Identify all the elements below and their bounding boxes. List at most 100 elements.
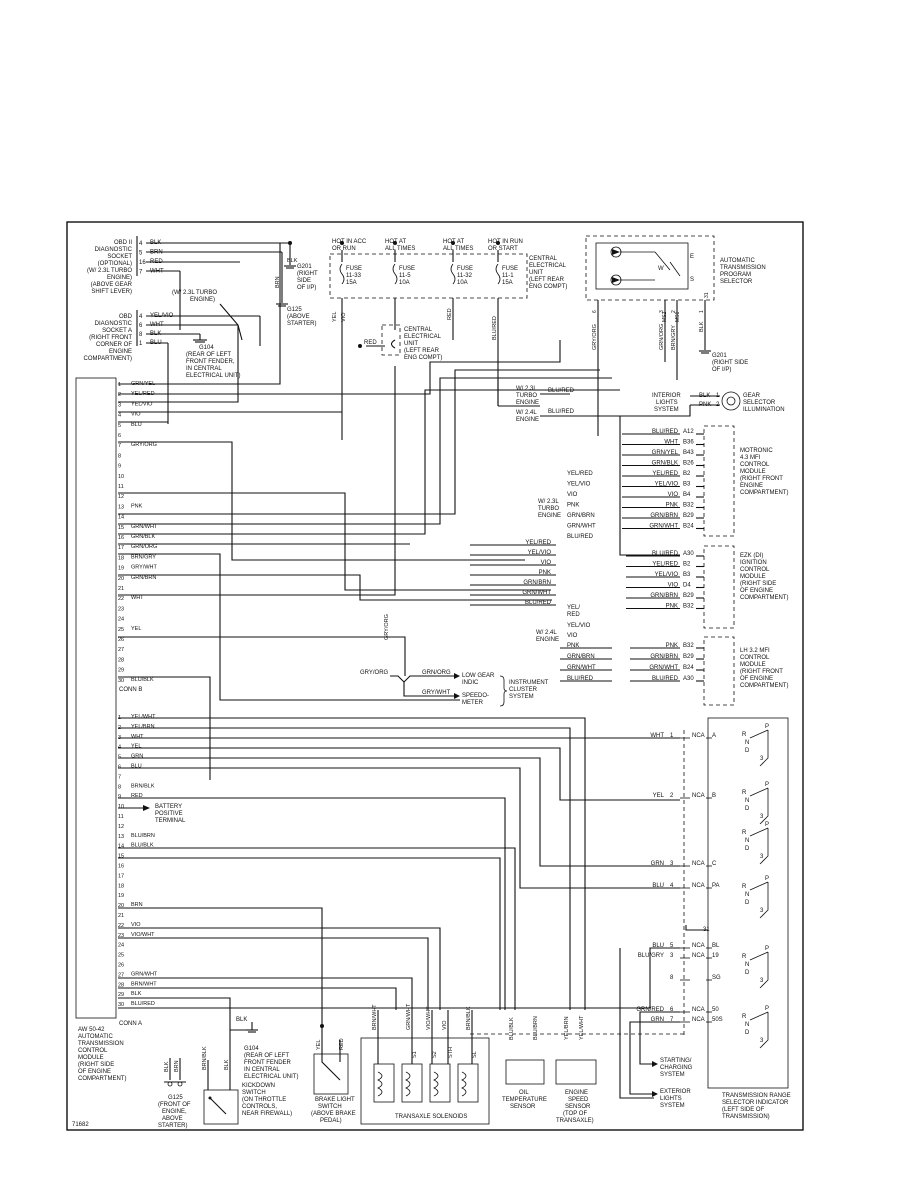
g104a-text-2: (REAR OF LEFT xyxy=(186,352,231,358)
motronic-pin-id: A12 xyxy=(683,429,694,435)
trs-wire-color: GRN xyxy=(651,1017,664,1023)
trs-position-letter: P xyxy=(765,822,769,828)
oil-wire-1: BLU/BLK xyxy=(509,1017,515,1040)
central-electrical-unit-2: RED CENTRAL ELECTRICAL UNIT (LEFT REAR E… xyxy=(358,318,442,361)
mid-wire-label: GRN/WHT xyxy=(522,590,551,596)
conn-b-pin-number: 17 xyxy=(118,545,124,551)
conn-a-pin-color: BRN xyxy=(131,902,143,908)
trs-nca: NCA xyxy=(692,861,705,867)
solenoids-label: TRANSAXLE SOLENOIDS xyxy=(395,1114,467,1120)
atps-pin-1: 1 xyxy=(699,310,705,313)
atps-text-4: SELECTOR xyxy=(720,279,753,285)
trs-pin: 2 xyxy=(670,793,674,799)
trs-term: PA xyxy=(712,883,720,889)
conn-b-pin-number: 29 xyxy=(118,668,124,674)
obd-label-line: CORNER OF xyxy=(96,342,132,348)
trs-position-letter: N xyxy=(745,798,749,804)
conn-b-pin-number: 26 xyxy=(118,637,124,643)
solenoid-pin-label: SL xyxy=(472,1051,478,1058)
atps-wire-grnorg: GRN/ORG xyxy=(659,324,665,350)
turbo24b-2: ENGINE xyxy=(536,637,559,643)
conn-b-pin-color: GRN/BLK xyxy=(131,534,155,540)
g125a-wire-label: BRN xyxy=(275,276,281,288)
ezk-pin-id: B2 xyxy=(683,562,691,568)
trs-term: SG xyxy=(712,975,721,981)
kick-3: (ON THROTTLE xyxy=(242,1097,286,1103)
lh-label-line: (RIGHT FRONT xyxy=(740,669,783,675)
trs-pin: 4 xyxy=(670,883,674,889)
trs-position-letter: R xyxy=(742,732,747,738)
turbo23a-1: W/ 2.3L xyxy=(516,386,537,392)
trs-position-letter: 3 xyxy=(760,814,764,820)
conn-a-pin-color: RED xyxy=(131,793,143,799)
conn-b-pin-number: 24 xyxy=(118,617,124,623)
atps-pin-3: 3 xyxy=(659,310,665,313)
motronic-left-wire: PNK xyxy=(567,503,579,509)
atps-ms1: MS1 xyxy=(675,312,681,323)
turbo24a-1: W/ 2.4L xyxy=(516,410,537,416)
fuse-symbol xyxy=(392,263,398,285)
ezk-pin-id: A30 xyxy=(683,551,694,557)
obd-pin-number: 1 xyxy=(139,341,143,347)
lh-left-wire: GRN/BRN xyxy=(567,654,595,660)
mid-wire-label: YEL/VIO xyxy=(528,550,552,556)
trs-term: C xyxy=(712,861,717,867)
g125b-4: ABOVE xyxy=(162,1116,183,1122)
fuse-hot-label: OR START xyxy=(488,246,518,252)
motronic-pin-id: B3 xyxy=(683,482,691,488)
conn-a-pin-number: 22 xyxy=(118,923,124,929)
conn-b-pin-number: 25 xyxy=(118,627,124,633)
conn-b-pin-number: 22 xyxy=(118,596,124,602)
conn-a-pin-color: BLK xyxy=(131,991,142,997)
motronic-pin-id: B29 xyxy=(683,513,694,519)
tcm-label-line: COMPARTMENT) xyxy=(78,1076,126,1082)
trs-nca: NCA xyxy=(692,883,705,889)
exterior-3: SYSTEM xyxy=(660,1103,685,1109)
atps-s-label: S xyxy=(690,277,694,283)
ceu2-red-label: RED xyxy=(364,340,377,346)
solenoid-wire-label: VIO xyxy=(442,1020,448,1030)
ezk-pin-color: PNK xyxy=(666,604,678,610)
fuse-hot-label: ALL TIMES xyxy=(443,246,473,252)
starting-exterior: STARTING/ CHARGING SYSTEM EXTERIOR LIGHT… xyxy=(619,948,693,1109)
kick-5: NEAR FIREWALL) xyxy=(242,1111,292,1117)
ic-lowgear-1: LOW GEAR xyxy=(462,673,495,679)
trs-position-letter: R xyxy=(742,954,747,960)
g201-text-1: G201 xyxy=(297,264,312,270)
g201b-text-2: (RIGHT SIDE xyxy=(712,360,748,366)
motronic-left-wire: BLU/RED xyxy=(567,534,594,540)
obd-label-line: OBD xyxy=(119,314,133,320)
speed-1: ENGINE xyxy=(565,1090,588,1096)
mid-wire-labels: YEL/REDYEL/VIOVIOPNKGRN/BRNGRN/WHTBLU/RE… xyxy=(470,540,556,606)
conn-a-pin-number: 20 xyxy=(118,903,124,909)
conn-a-pin-number: 11 xyxy=(118,814,124,820)
ezk-left-3: YEL/VIO xyxy=(567,623,591,629)
tcm-label-line: (RIGHT SIDE xyxy=(78,1062,114,1068)
obd-turbo-1: (W/ 2.3L TURBO xyxy=(172,290,217,296)
conn-a-pin-number: 23 xyxy=(118,933,124,939)
trs-nca: NCA xyxy=(692,1017,705,1023)
ezk-pin-color: YEL/VIO xyxy=(655,572,679,578)
ic-vert-gryorg: GRY/ORG xyxy=(384,614,390,640)
turbo23b-1: W/ 2.3L xyxy=(538,499,559,505)
trs-label-line: TRANSMISSION RANGE xyxy=(722,1093,791,1099)
fuse-label: 11-32 xyxy=(457,273,473,279)
ezk-left-2: RED xyxy=(567,612,580,618)
trs-label-line: SELECTOR INDICATOR xyxy=(722,1100,789,1106)
atps-text-2: TRANSMISSION xyxy=(720,265,766,271)
tcm-label-line: MODULE xyxy=(78,1055,104,1061)
obd2-label-line: (W/ 2.3L TURBO xyxy=(87,268,132,274)
g104b-5: ELECTRICAL UNIT) xyxy=(244,1074,298,1080)
conn-a-pin-number: 15 xyxy=(118,854,124,860)
conn-b-pin-color: BRN/GRY xyxy=(131,554,156,560)
fuse-label: FUSE xyxy=(457,266,473,272)
trs-position-letter: D xyxy=(745,1030,750,1036)
atps-ms2: MS2 xyxy=(662,312,668,323)
ic-lowgear-2: INDIC xyxy=(462,680,479,686)
trs-wire-color: BLU/GRY xyxy=(638,953,664,959)
fuse-label: 10A xyxy=(457,280,468,286)
trs-position-letter: 3 xyxy=(760,1038,764,1044)
